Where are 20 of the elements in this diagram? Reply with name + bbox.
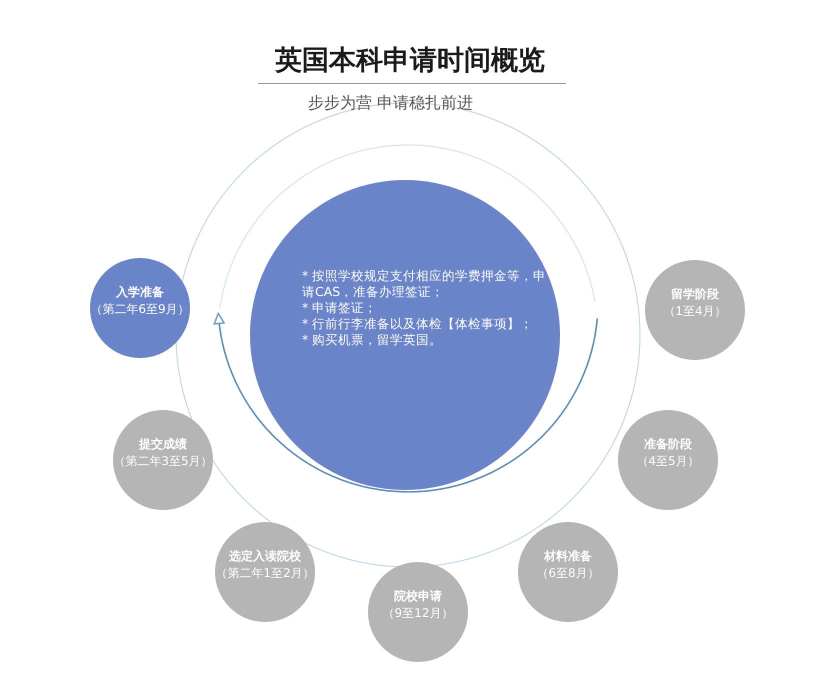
- stage-name: 准备阶段: [644, 436, 692, 453]
- stage-name: 提交成绩: [139, 436, 187, 453]
- stage-period: （9至12月）: [382, 605, 454, 622]
- stage-name: 院校申请: [394, 588, 442, 605]
- stage-period: （4至5月）: [636, 453, 700, 470]
- stage-name: 材料准备: [544, 548, 592, 565]
- bullet-text: * 行前行李准备以及体检【体检事项】；: [302, 316, 534, 332]
- bullet-text: * 购买机票，留学英国。: [302, 332, 444, 348]
- stage-period: （第二年1至2月）: [215, 565, 315, 582]
- title: 英国本科申请时间概览: [274, 44, 546, 78]
- subtitle: 步步为营 申请稳扎前进: [308, 92, 474, 114]
- stage-period: （1至4月）: [663, 303, 727, 320]
- stage-name: 选定入读院校: [229, 548, 301, 565]
- stage-period: （第二年3至5月）: [113, 453, 213, 470]
- bullet-text: * 申请签证；: [302, 300, 378, 316]
- stage-period: （第二年6至9月）: [90, 301, 190, 318]
- stage-period: （6至8月）: [536, 565, 600, 582]
- stage-name: 留学阶段: [671, 286, 719, 303]
- bullet-text: * 按照学校规定支付相应的学费押金等，申请CAS，准备办理签证；: [302, 268, 548, 300]
- stage-name: 入学准备: [116, 284, 164, 301]
